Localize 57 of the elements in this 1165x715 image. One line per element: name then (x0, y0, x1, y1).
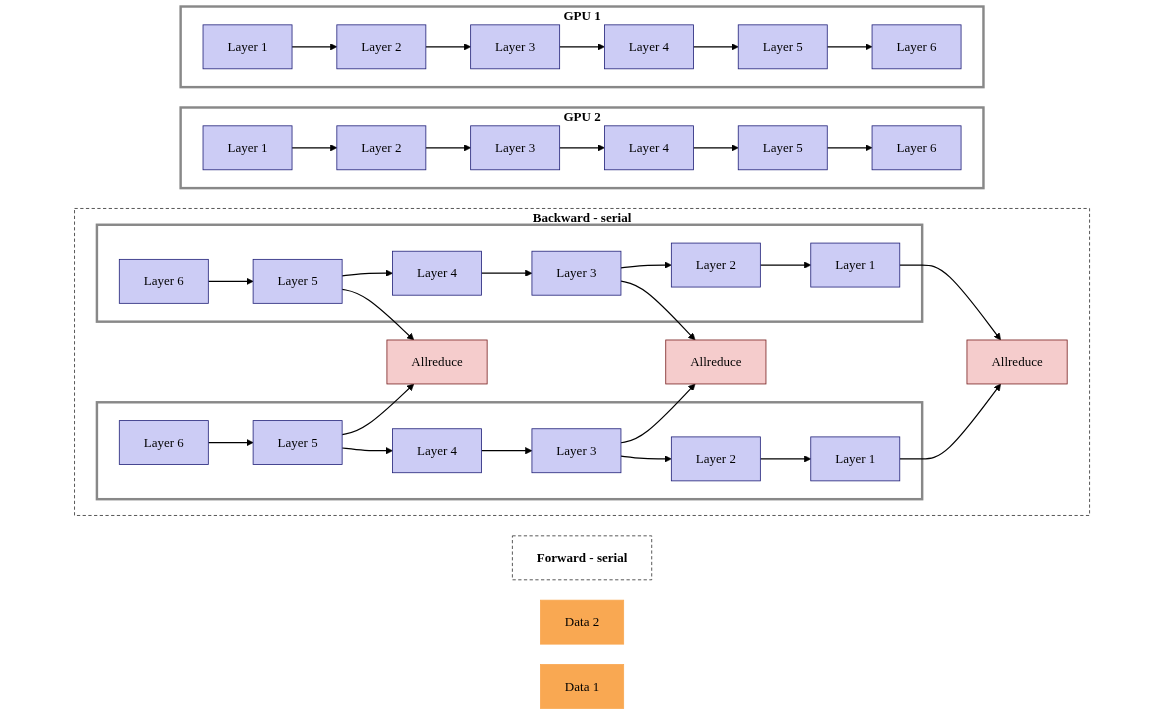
arrow (620, 455, 673, 463)
arrow (559, 43, 606, 51)
arrow (559, 144, 606, 152)
arrow (341, 447, 394, 455)
node-box: Layer 1 (203, 125, 293, 171)
arrow (620, 280, 696, 341)
arrow (208, 277, 254, 285)
arrow (760, 261, 812, 269)
arrow (620, 383, 696, 444)
node-box: Layer 4 (604, 24, 695, 70)
arrow (291, 43, 338, 51)
arrow (341, 288, 415, 341)
arrow (481, 447, 533, 455)
node-box: Allreduce (386, 339, 488, 385)
node-box: Layer 3 (470, 125, 561, 171)
arrow (425, 43, 472, 51)
node-box: Layer 1 (203, 24, 293, 70)
arrow (899, 264, 1002, 341)
node-box: Layer 3 (532, 250, 622, 296)
arrow (341, 383, 415, 436)
node-box: Layer 2 (671, 436, 762, 482)
arrow (291, 144, 338, 152)
node-box: Data 2 (540, 599, 625, 645)
node-box: Layer 4 (604, 125, 695, 171)
node-box: Allreduce (967, 339, 1069, 385)
arrow (827, 144, 873, 152)
arrow (827, 43, 873, 51)
arrow (341, 269, 394, 277)
arrow (899, 383, 1002, 460)
arrow (425, 144, 472, 152)
node-box: Layer 6 (119, 420, 210, 465)
node-box: Layer 1 (810, 436, 901, 482)
node-box: Allreduce (665, 339, 767, 385)
node-box: Layer 5 (738, 125, 829, 171)
node-box: Layer 5 (738, 24, 829, 70)
arrow (481, 269, 533, 277)
arrow (693, 144, 739, 152)
node-box: Layer 6 (119, 258, 210, 304)
node-box: Layer 3 (532, 428, 622, 474)
node-box: Layer 5 (253, 258, 343, 304)
node-box: Layer 4 (392, 250, 483, 296)
node-box: Data 1 (540, 664, 625, 709)
node-box: Layer 6 (872, 24, 962, 70)
arrow (208, 439, 254, 447)
arrow (760, 455, 812, 463)
node-box: Forward - serial (512, 535, 653, 581)
node-box: Layer 4 (392, 428, 483, 474)
node-box: Layer 2 (336, 24, 427, 70)
node-box: Layer 6 (872, 125, 962, 171)
arrow (693, 43, 739, 51)
node-box: Layer 5 (253, 420, 343, 465)
node-box: Layer 2 (336, 125, 427, 171)
node-box: Layer 1 (810, 242, 901, 288)
node-box: Layer 3 (470, 24, 561, 70)
cluster (96, 401, 924, 501)
cluster (96, 223, 924, 323)
node-box: Layer 2 (671, 242, 762, 288)
